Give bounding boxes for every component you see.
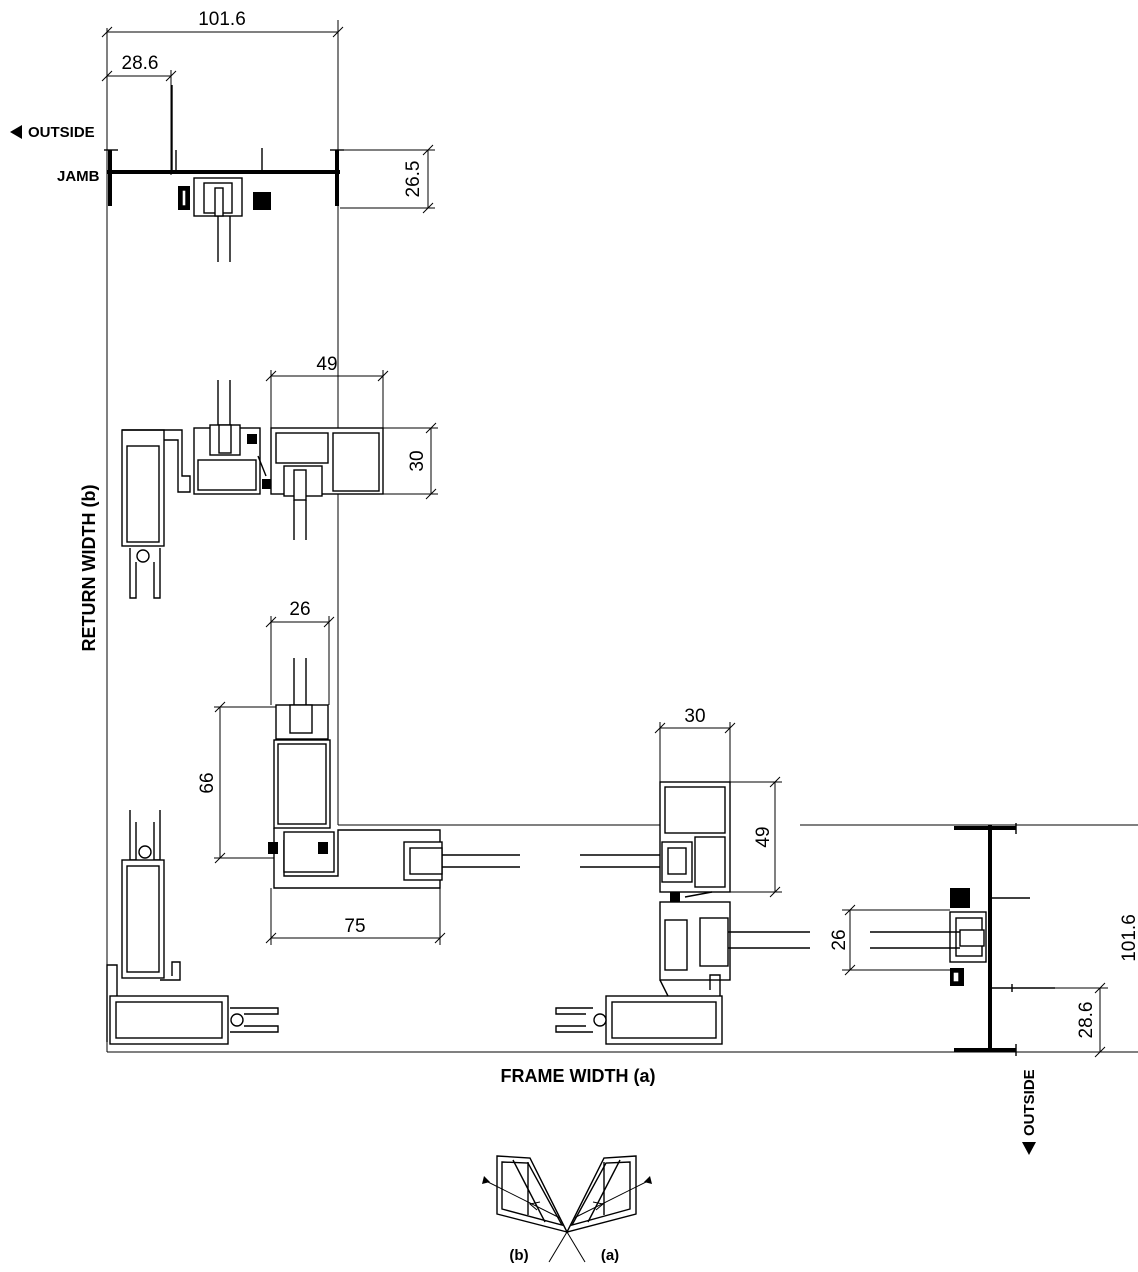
mullion-section-upper	[121, 380, 384, 599]
jamb-height-value: 26.5	[403, 161, 424, 198]
jamb-label: JAMB	[57, 168, 100, 185]
stile-section	[268, 658, 660, 889]
outside-marker-bottom: OUTSIDE	[1021, 1069, 1038, 1155]
dimension-stile-width: 26	[265, 599, 335, 705]
dimension-right-overall: 101.6	[1016, 824, 1138, 1053]
outside-right-label: OUTSIDE	[1021, 1069, 1038, 1136]
return-width-label: RETURN WIDTH (b)	[79, 485, 99, 652]
key-b-label: (b)	[509, 1247, 528, 1264]
jamb-section-top	[104, 85, 344, 825]
stile-width-value: 26	[289, 599, 310, 620]
right-offset-value: 28.6	[1076, 1002, 1097, 1039]
key-a-label: (a)	[601, 1247, 619, 1264]
stile-height-value: 66	[197, 772, 218, 793]
dimension-sill-length: 75	[265, 888, 446, 945]
top-overall-value: 101.6	[198, 9, 246, 30]
dimension-stile-height: 66	[197, 701, 276, 864]
dimension-right-mullion-width: 30	[654, 706, 736, 782]
dimension-right-glass: 26	[829, 904, 950, 976]
key-plan: (b) (a)	[482, 1155, 652, 1264]
top-offset-value: 28.6	[122, 53, 159, 74]
arrow-left-icon	[10, 125, 22, 139]
dimension-jamb-height: 26.5	[340, 144, 435, 214]
dimension-right-mullion-depth: 49	[730, 776, 782, 898]
frame-width-label: FRAME WIDTH (a)	[501, 1066, 656, 1086]
right-mullion-depth-value: 49	[753, 826, 774, 847]
dimension-top-offset: 28.6	[101, 53, 177, 175]
mullion-width-value: 49	[316, 354, 337, 375]
dimension-mullion-depth: 30	[383, 422, 438, 500]
mullion-depth-value: 30	[407, 450, 428, 471]
dimension-right-offset: 28.6	[1055, 982, 1108, 1058]
dimension-top-overall: 101.6	[101, 9, 344, 1052]
arrow-down-icon	[1022, 1142, 1036, 1155]
right-overall-value: 101.6	[1119, 914, 1138, 962]
jamb-section-right	[800, 823, 1138, 1056]
dimension-mullion-width: 49	[265, 354, 389, 428]
right-glass-value: 26	[829, 929, 850, 950]
mullion-section-right	[555, 781, 810, 1045]
sill-length-value: 75	[344, 916, 365, 937]
right-mullion-width-value: 30	[684, 706, 705, 727]
outside-top-label: OUTSIDE	[28, 124, 95, 141]
outside-marker-top: OUTSIDE	[10, 124, 95, 141]
